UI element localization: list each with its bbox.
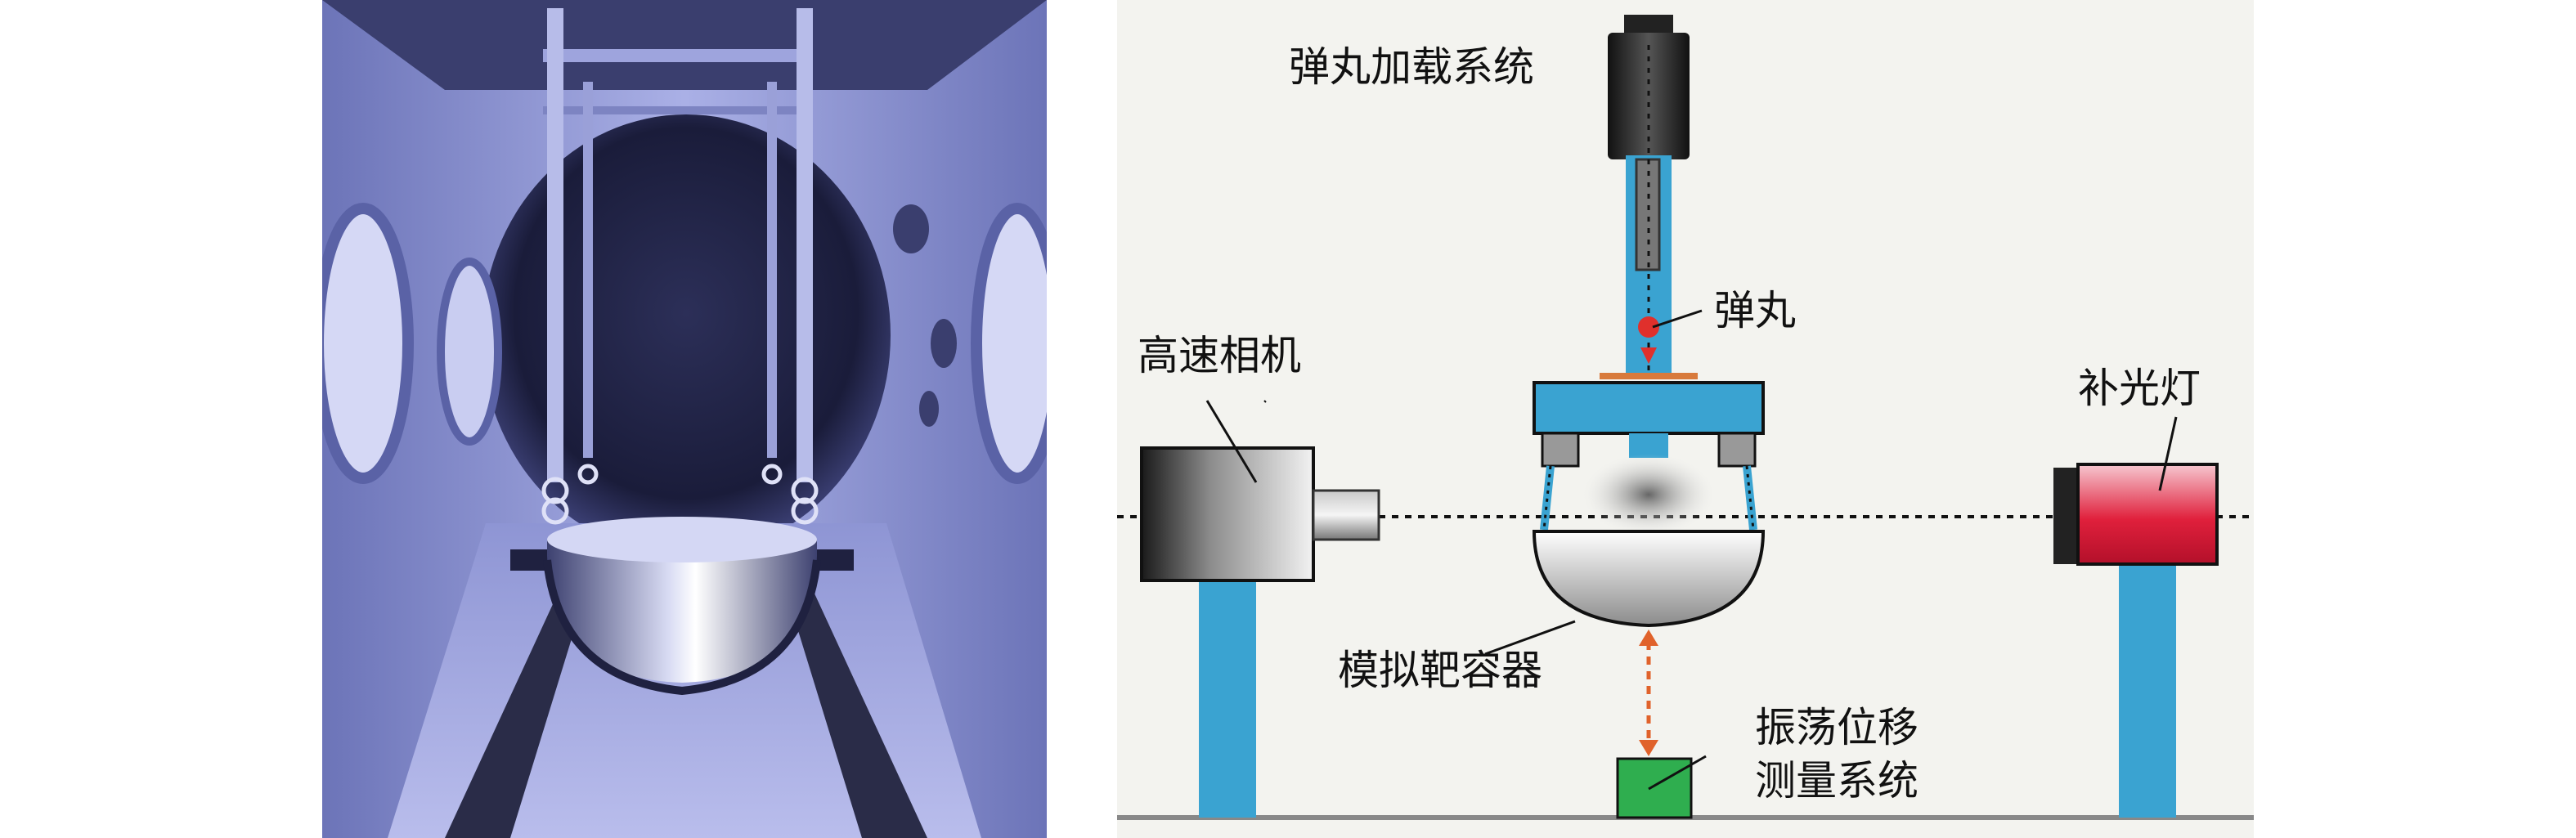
label-loading-system: 弹丸加载系统 [1289, 43, 1534, 91]
projectile-icon [1638, 316, 1659, 364]
diaphragm-plate [1600, 373, 1698, 379]
lamp-support-pillar [2119, 564, 2176, 818]
projectile-leader-line [1652, 309, 1703, 329]
label-displacement-system-line2: 测量系统 [1755, 757, 1919, 804]
lamp-leader-line [2158, 416, 2178, 491]
mounting-frame [1533, 381, 1765, 531]
label-projectile: 弹丸 [1714, 287, 1796, 334]
test-system-schematic: 弹丸加载系统 弹丸 高速相机 补光灯 模拟靶容器 振荡位移 测量系统 [1117, 0, 2254, 838]
label-fill-light: 补光灯 [2078, 365, 2201, 412]
oscillation-displacement-arrow [1639, 630, 1658, 756]
displacement-sensor-icon [1616, 757, 1693, 819]
fill-light-icon [2053, 463, 2219, 566]
test-chamber-photo [322, 0, 1047, 838]
sensor-leader-line [1648, 755, 1707, 791]
camera-leader-line [1205, 400, 1258, 483]
debris-cloud [1583, 454, 1714, 536]
label-high-speed-camera: 高速相机 [1138, 332, 1301, 379]
vacuum-chamber-test-photo-icon [322, 0, 1047, 838]
label-target-container: 模拟靶容器 [1338, 647, 1542, 694]
camera-support-pillar [1199, 580, 1256, 818]
container-leader-line [1484, 620, 1576, 656]
label-displacement-system-line1: 振荡位移 [1755, 704, 1919, 751]
target-container-icon [1532, 530, 1766, 628]
high-speed-camera-icon [1140, 446, 1380, 582]
schematic-drawing [1117, 0, 2254, 838]
